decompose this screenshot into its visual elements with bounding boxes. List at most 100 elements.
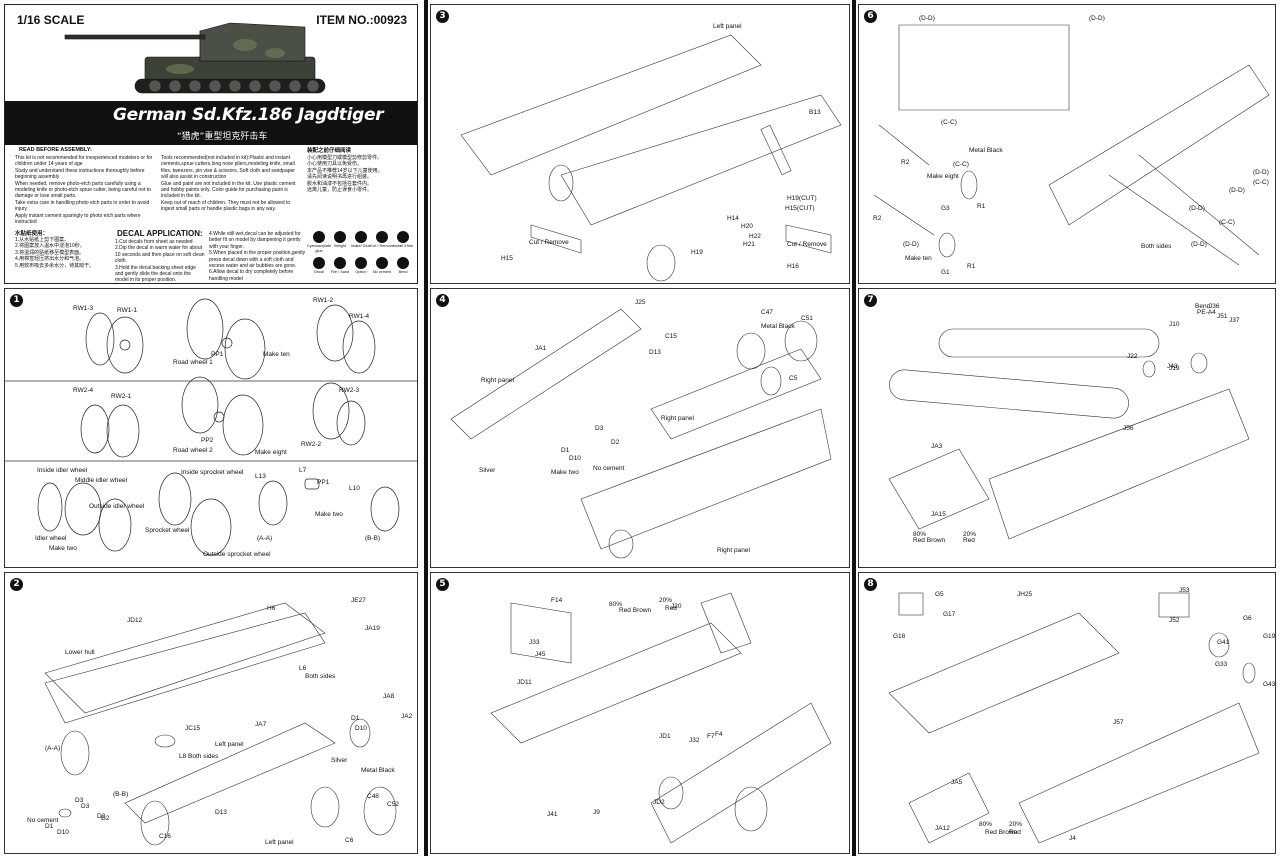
- part-label: (C-C): [941, 119, 957, 126]
- part-label: JH25: [1017, 591, 1033, 598]
- note-cn: 请先阅读说明书再进行组装。: [307, 174, 373, 181]
- step-number: 4: [436, 294, 449, 307]
- part-label: Sprocket wheel: [145, 527, 190, 534]
- part-label: 20%: [963, 531, 977, 538]
- part-label: H19(CUT): [787, 195, 817, 202]
- item-number: ITEM NO.:00923: [316, 13, 407, 27]
- part-label: J4: [1069, 835, 1076, 842]
- note-cn: 远离儿童，防止误食小零件。: [307, 187, 373, 194]
- symbol-label: Decal: [314, 270, 324, 274]
- decal-header: DECAL APPLICATION:: [117, 229, 203, 238]
- part-label: J20: [671, 603, 682, 610]
- part-label: R2: [873, 215, 882, 222]
- bend-icon-glyph: [397, 257, 409, 269]
- decal-step: 1.Cut decals from sheet as needed: [115, 239, 193, 245]
- part-label: 80%: [609, 601, 623, 608]
- symbol-label: Weight: [334, 244, 346, 248]
- part-label: D2: [97, 813, 106, 820]
- part-label: (B-B): [113, 791, 129, 798]
- part-label: Red Brown: [913, 537, 946, 544]
- part-label: Make two: [315, 511, 343, 518]
- no-cement-icon-glyph: [376, 257, 388, 269]
- part-label: D1: [561, 447, 570, 454]
- step-8-drawing: [888, 592, 1260, 844]
- part-label: G41: [1217, 639, 1230, 646]
- notes-mid: Tools recommended(not included in kit):P…: [161, 155, 303, 213]
- step-number: 1: [10, 294, 23, 307]
- option-icon: Option: [351, 257, 372, 283]
- no-cement-icon: No cement: [372, 257, 393, 283]
- part-label: D13: [215, 809, 227, 816]
- part-label: G17: [943, 611, 956, 618]
- part-label: J51: [1217, 313, 1228, 320]
- part-label: R2: [901, 159, 910, 166]
- part-label: J19: [1169, 365, 1180, 372]
- part-label: Silver: [479, 467, 496, 474]
- file-icon: File / Sand: [330, 257, 351, 283]
- part-label: D10: [569, 455, 581, 462]
- cover-panel: 1/16 SCALE ITEM NO.:00923 German Sd.Kfz.…: [4, 4, 418, 284]
- part-label: Red Brown: [985, 829, 1018, 836]
- part-label: H21: [743, 241, 755, 248]
- part-label: Lower hull: [65, 649, 95, 656]
- part-label: D2: [611, 439, 620, 446]
- scale-label: 1/16 SCALE: [17, 13, 85, 27]
- make-icon: Make/ Glue: [351, 231, 372, 257]
- part-label: No cement: [593, 465, 625, 472]
- decal-step: 4.While still wet,decal can be adjusted …: [209, 231, 301, 250]
- note-cn: 小心用模型刀或模型剪修剪零件。: [307, 155, 383, 161]
- symbol-label: Option: [355, 270, 367, 274]
- part-label: PP1: [211, 351, 224, 358]
- part-label: Red: [1009, 829, 1021, 836]
- part-label: Make eight: [255, 449, 287, 456]
- part-label: H22: [749, 233, 761, 240]
- step-number: 6: [864, 10, 877, 23]
- part-label: Both sides: [305, 673, 336, 680]
- part-label: G1: [941, 269, 950, 276]
- page-divider-2: [852, 0, 856, 856]
- part-label: Red: [665, 605, 677, 612]
- part-label: Silver: [331, 757, 348, 764]
- symbol-label: File / Sand: [330, 270, 350, 274]
- cn-water-step: 1.从水贴纸上剪下图案。: [15, 237, 70, 243]
- read-before-header: READ BEFORE ASSEMBLY:: [19, 147, 92, 153]
- part-label: JA1: [535, 345, 547, 352]
- decal-steps-a: 1.Cut decals from sheet as needed 2.Dip …: [115, 239, 205, 284]
- symbol-label: Bend: [398, 270, 408, 274]
- part-label: Both sides: [1141, 243, 1172, 250]
- part-label: JA3: [931, 443, 943, 450]
- part-label: Outside idler wheel: [89, 503, 145, 510]
- part-label: H6: [267, 605, 276, 612]
- part-label: (A-A): [257, 535, 273, 542]
- part-label: (C-C): [953, 161, 969, 168]
- part-label: L6: [299, 665, 307, 672]
- part-label: (D-D): [1089, 15, 1105, 22]
- part-label: R1: [967, 263, 976, 270]
- cement-icon-glyph: [313, 231, 325, 243]
- part-label: 80%: [913, 531, 927, 538]
- decal-step: 6.Allow decal to dry completely before h…: [209, 269, 294, 282]
- part-label: B13: [809, 109, 821, 116]
- notes-cn: 小心用模型刀或模型剪修剪零件。 小心使用刀具以免受伤。 本产品不推荐14岁以下儿…: [307, 155, 415, 193]
- decal-step: 3.Hold the decal backing sheet edge and …: [115, 264, 196, 284]
- symbol-label: Install it fine: [392, 244, 414, 248]
- part-label: JA12: [935, 825, 950, 832]
- notes-left: This kit is not recommended for inexperi…: [15, 155, 157, 225]
- part-label: H16: [787, 263, 799, 270]
- part-label: Make two: [551, 469, 579, 476]
- part-label: J45: [535, 651, 546, 658]
- part-label: Cut / Remove: [787, 241, 827, 248]
- part-label: JD1: [659, 733, 671, 740]
- part-label: C6: [345, 837, 354, 844]
- part-label: Metal Black: [761, 323, 795, 330]
- part-label: (D-D): [903, 241, 919, 248]
- part-label: RW1-1: [117, 307, 138, 314]
- part-label: L8 Both sides: [179, 753, 219, 760]
- part-label: H15(CUT): [785, 205, 815, 212]
- install-icon: Install it fine: [393, 231, 414, 257]
